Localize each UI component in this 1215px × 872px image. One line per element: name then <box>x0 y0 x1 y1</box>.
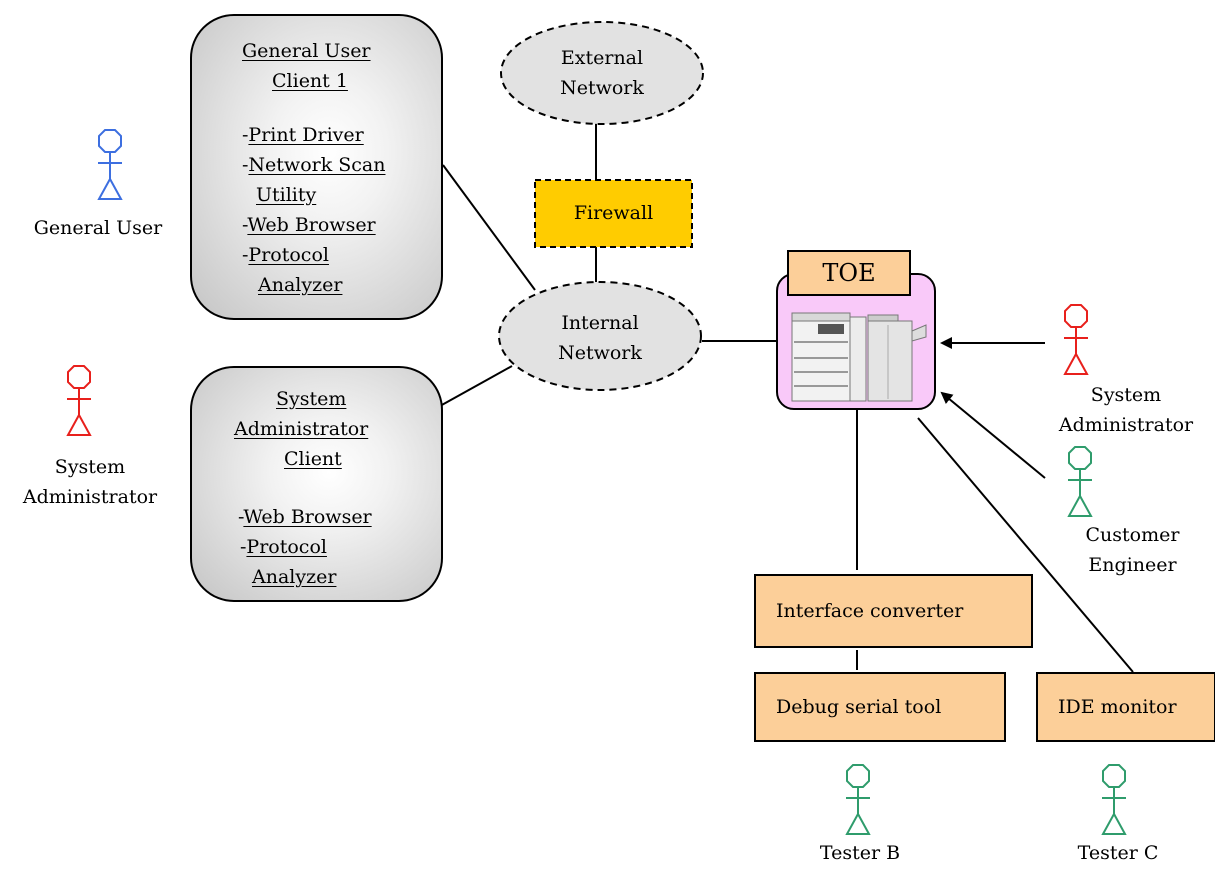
customer-engineer-line2: Engineer <box>1088 554 1177 576</box>
toe-label: TOE <box>787 250 911 296</box>
line-adminclient-internal <box>439 365 513 407</box>
tester-b-actor-icon <box>845 764 871 835</box>
client1-item-network-scan: -Network Scan <box>242 154 386 176</box>
client1-item-protocol: -Protocol <box>242 244 329 266</box>
debug-serial-tool-box: Debug serial tool <box>754 672 1006 742</box>
internal-network-ellipse <box>498 281 702 391</box>
admin-client-item-protocol: -Protocol <box>240 536 327 558</box>
sysadmin-left-actor-icon <box>66 365 92 436</box>
interface-converter-box: Interface converter <box>754 574 1033 648</box>
tester-c-label: Tester C <box>1077 842 1159 864</box>
sysadmin-right-line2: Administrator <box>1058 414 1194 436</box>
firewall-box <box>534 179 693 248</box>
line-client1-internal <box>442 164 536 291</box>
sysadmin-client-box: System Administrator Client -Web Browser… <box>190 366 443 602</box>
external-network-line1: External <box>560 47 644 69</box>
sysadmin-right-line1: System <box>1090 384 1162 406</box>
general-user-actor-icon <box>97 129 123 200</box>
customer-engineer-label: Customer Engineer <box>1050 520 1215 580</box>
admin-client-item-web-browser: -Web Browser <box>238 506 372 528</box>
admin-client-title-line1: System <box>276 388 347 410</box>
sysadmin-left-line2: Administrator <box>22 486 158 508</box>
client1-item-analyzer: Analyzer <box>258 274 343 296</box>
customer-engineer-actor-icon <box>1067 446 1093 517</box>
internal-network-line2: Network <box>558 342 642 364</box>
firewall-label: Firewall <box>573 202 654 224</box>
sysadmin-right-label: System Administrator <box>1036 380 1215 440</box>
customer-engineer-line1: Customer <box>1085 524 1180 546</box>
external-network-label: External Network <box>522 43 682 103</box>
tester-b-label: Tester B <box>819 842 901 864</box>
arrow-engineer-to-toe <box>940 391 1046 479</box>
external-network-ellipse <box>500 21 704 125</box>
sysadmin-left-label: System Administrator <box>0 452 180 512</box>
client1-item-web-browser: -Web Browser <box>242 214 376 236</box>
client1-item-utility: Utility <box>256 184 317 206</box>
multifunction-printer-icon <box>791 312 927 402</box>
internal-network-label: Internal Network <box>520 308 680 368</box>
tester-c-actor-icon <box>1101 764 1127 835</box>
external-network-line2: Network <box>560 77 644 99</box>
general-user-client-box: General User Client 1 -Print Driver -Net… <box>190 14 443 320</box>
internal-network-line1: Internal <box>561 312 639 334</box>
line-toe-ide-monitor <box>917 417 1134 673</box>
admin-client-item-analyzer: Analyzer <box>252 566 337 588</box>
client1-title-line1: General User <box>242 40 371 62</box>
sysadmin-left-line1: System <box>54 456 126 478</box>
client1-item-print-driver: -Print Driver <box>242 124 364 146</box>
ide-monitor-box: IDE monitor <box>1036 672 1215 742</box>
client1-title-line2: Client 1 <box>272 70 348 92</box>
admin-client-title-line3: Client <box>284 448 342 470</box>
admin-client-title-line2: Administrator <box>234 418 369 440</box>
sysadmin-right-actor-icon <box>1063 304 1089 375</box>
general-user-label: General User <box>33 217 163 239</box>
